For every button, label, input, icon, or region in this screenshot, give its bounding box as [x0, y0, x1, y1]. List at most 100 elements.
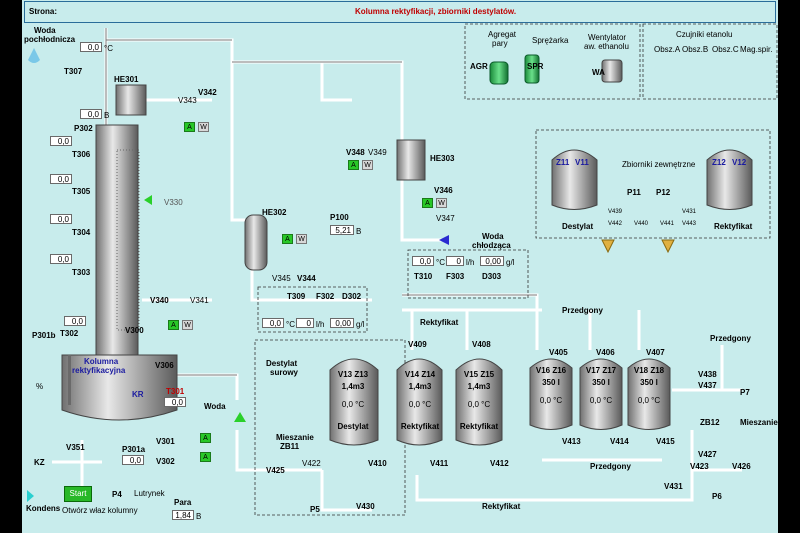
v422-label: V422: [302, 459, 321, 468]
f303-label: F303: [446, 272, 465, 281]
z12-label: Z12: [712, 158, 726, 167]
he302-auto-button[interactable]: A: [282, 234, 293, 244]
t304-label: T304: [72, 228, 91, 237]
t310-label: T310: [414, 272, 433, 281]
start-button[interactable]: Start: [64, 486, 92, 502]
page-title: Kolumna rektyfikacji, zbiorniki destylat…: [355, 7, 517, 16]
mieszanie-label: Mieszanie: [276, 433, 314, 442]
mieszanie2-label: Mieszanie: [740, 418, 778, 427]
czujniki-label: Czujniki etanolu: [676, 30, 733, 39]
v414-label: V414: [610, 437, 629, 446]
v442-label: V442: [608, 221, 623, 227]
p7-label: P7: [740, 388, 750, 397]
v430-label: V430: [356, 502, 375, 511]
v408-label: V408: [472, 340, 491, 349]
v342-auto-button[interactable]: A: [184, 122, 195, 132]
v340-manual-button[interactable]: W: [182, 320, 193, 330]
v342-label: V342: [198, 88, 217, 97]
v343-label: V343: [178, 96, 197, 105]
v348-auto-button[interactable]: A: [348, 160, 359, 170]
d302-unit: g/l: [356, 320, 365, 329]
sensor-b-label: Obsz.B: [682, 45, 709, 54]
column-name-1: Kolumna: [84, 357, 119, 366]
t310-unit: °C: [436, 258, 445, 267]
he301-label: HE301: [114, 75, 139, 84]
he302-manual-button[interactable]: W: [296, 234, 307, 244]
ext-destylat-label: Destylat: [562, 222, 594, 231]
open-column-label[interactable]: Otwórz właz kolumny: [62, 506, 138, 515]
p4-label: P4: [112, 490, 122, 499]
lutrynek-label: Lutrynek: [134, 489, 165, 498]
t305-label: T305: [72, 187, 91, 196]
p301b-label: P301b: [32, 331, 56, 340]
v346-manual-button[interactable]: W: [436, 198, 447, 208]
tank-label-Z14: Rektyfikat: [400, 422, 440, 431]
t306-value: 0,0: [50, 136, 72, 146]
wa-label: WA: [592, 68, 605, 77]
para-unit: B: [196, 512, 202, 521]
destylat-raw-1: Destylat: [266, 359, 298, 368]
v330-label: V330: [164, 198, 183, 207]
p5-label: P5: [310, 505, 320, 514]
t303-value: 0,0: [50, 254, 72, 264]
tank-temp-Z17: 0,0 °C: [589, 396, 613, 405]
przedgony-right-label: Przedgony: [710, 334, 751, 343]
p100-unit: B: [356, 227, 362, 236]
v431-label: V431: [664, 482, 683, 491]
v409-label: V409: [408, 340, 427, 349]
p302-value: 0,0: [80, 109, 102, 119]
v346-auto-button[interactable]: A: [422, 198, 433, 208]
v407-label: V407: [646, 348, 665, 357]
cooling-water-in-1: Woda: [482, 232, 504, 241]
sprezarka-label: Sprężarka: [532, 36, 569, 45]
kondens-label: Kondens: [26, 504, 61, 513]
v346-label: V346: [434, 186, 453, 195]
v437-label: V437: [698, 381, 717, 390]
tank-id-Z17: V17 Z17: [585, 366, 617, 375]
t309-value: 0,0: [262, 318, 284, 328]
kz-label: KZ: [34, 458, 45, 467]
v345-label: V345: [272, 274, 291, 283]
v348-manual-button[interactable]: W: [362, 160, 373, 170]
sensor-c-label: Obsz.C: [712, 45, 739, 54]
column-pct: %: [36, 382, 44, 391]
wentylator-label-1: Wentylator: [588, 33, 627, 42]
v302-auto-button[interactable]: A: [200, 452, 211, 462]
z11-label: Z11: [556, 158, 570, 167]
para-value: 1,84: [172, 510, 194, 520]
v301-auto-button[interactable]: A: [200, 433, 211, 443]
sensor-mag-label: Mag.spir.: [740, 45, 773, 54]
v415-label: V415: [656, 437, 675, 446]
woda-label: Woda: [204, 402, 226, 411]
t305-value: 0,0: [50, 174, 72, 184]
spr-label: SPR: [527, 62, 544, 71]
tank-temp-Z14: 0,0 °C: [408, 400, 432, 409]
v351-label: V351: [66, 443, 85, 452]
unit-b: B: [104, 111, 110, 120]
water-temp-value: 0,0: [80, 42, 102, 52]
v340-auto-button[interactable]: A: [168, 320, 179, 330]
v342-manual-button[interactable]: W: [198, 122, 209, 132]
t304-value: 0,0: [50, 214, 72, 224]
t301-value: 0,0: [164, 397, 186, 407]
v306-label: V306: [155, 361, 174, 370]
tank-volume-Z18: 350 l: [640, 378, 658, 387]
v348-label: V348: [346, 148, 365, 157]
p100-label: P100: [330, 213, 349, 222]
tank-label-Z15: Rektyfikat: [459, 422, 499, 431]
tank-id-Z15: V15 Z15: [463, 370, 495, 379]
ext-rektyfikat-label: Rektyfikat: [714, 222, 753, 231]
v411-label: V411: [430, 459, 449, 468]
f302-unit: l/h: [316, 320, 325, 329]
v300-label: V300: [125, 326, 144, 335]
t302-label: T302: [60, 329, 79, 338]
tank-volume-Z15: 1,4m3: [467, 382, 491, 391]
cooling-water-label: Woda: [34, 26, 56, 35]
agregat-label-2: pary: [492, 39, 508, 48]
f302-label: F302: [316, 292, 335, 301]
v425-label: V425: [266, 466, 285, 475]
v11-label: V11: [575, 158, 589, 167]
zb11-label: ZB11: [280, 442, 300, 451]
p301a-label: P301a: [122, 445, 146, 454]
scada-screen: Strona: Kolumna rektyfikacji, zbiorniki …: [22, 0, 778, 533]
